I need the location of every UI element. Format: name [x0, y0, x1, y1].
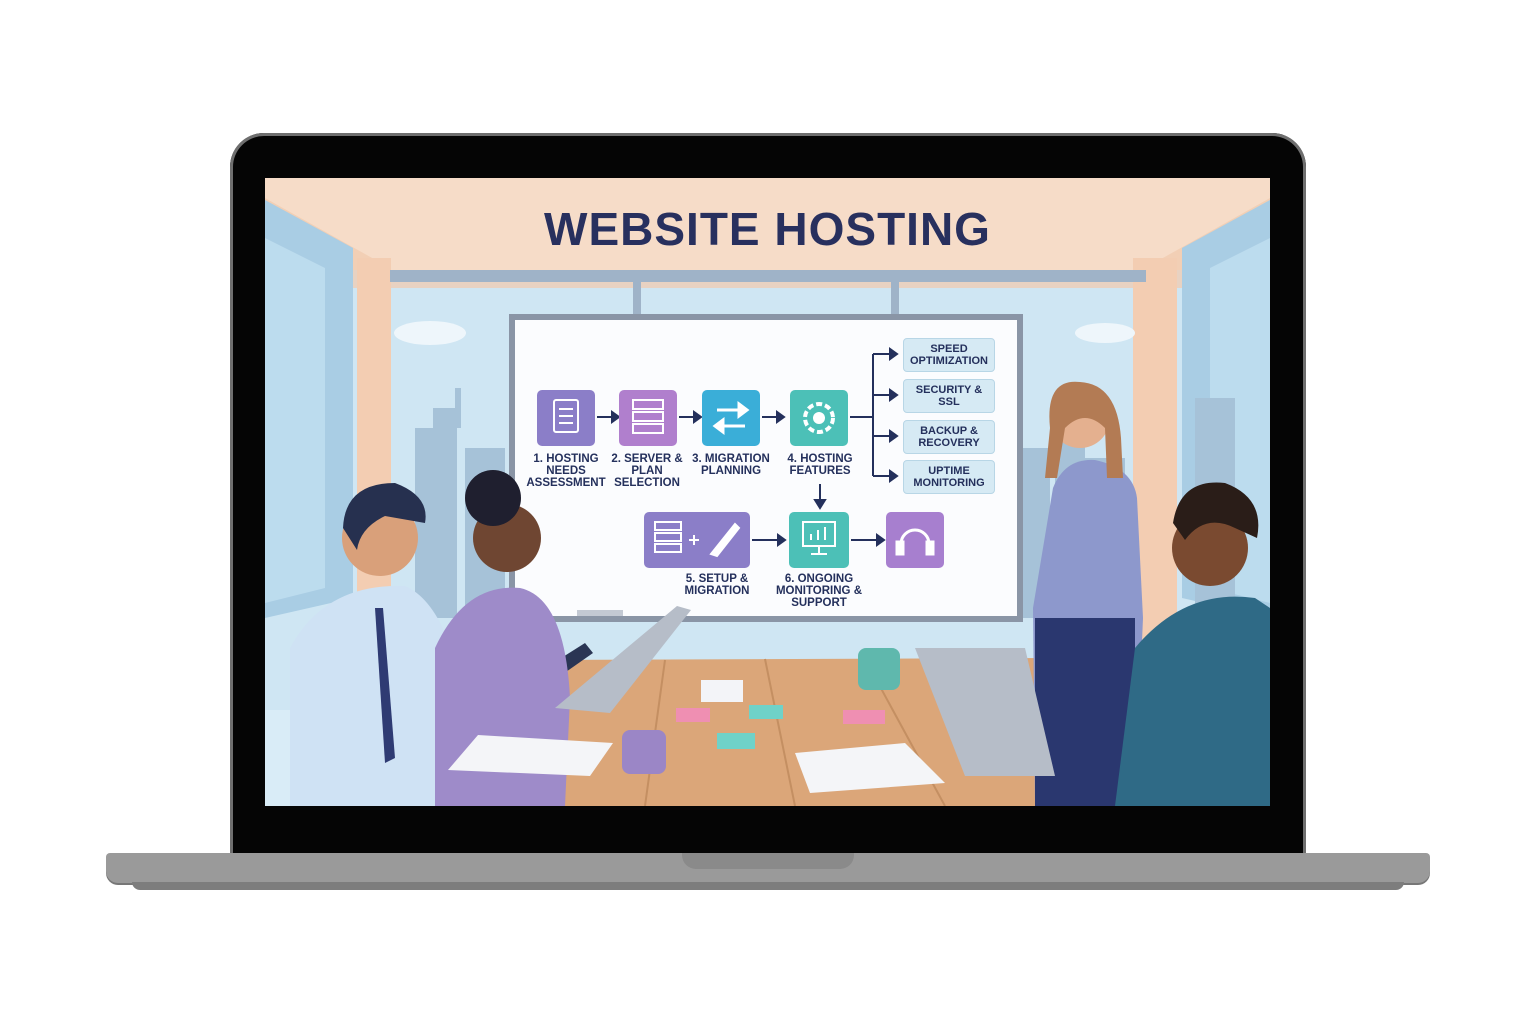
step-5-label: 5. SETUP & MIGRATION: [684, 573, 750, 597]
step-6-icon-box: [789, 512, 849, 568]
headset-support-icon: [895, 528, 935, 556]
step-3-label: 3. MIGRATION PLANNING: [692, 453, 770, 477]
laptop-screen: WEBSITE HOSTING 1. HOSTING NEEDS ASSESSM…: [265, 178, 1270, 806]
clouds: [394, 321, 1135, 345]
laptop-base-shadow: [132, 882, 1404, 890]
swap-arrows-icon: [712, 401, 750, 435]
feature-speed-optimization: SPEED OPTIMIZATION: [903, 338, 995, 372]
gear-icon: [803, 402, 835, 434]
clipboard-checklist-icon: [553, 399, 579, 433]
left-side-window-pane: [265, 238, 325, 603]
step-4-label: 4. HOSTING FEATURES: [787, 453, 853, 477]
step-5-icon-box: [644, 512, 750, 568]
step-3-icon-box: [702, 390, 760, 446]
whiteboard-tray: [577, 610, 623, 616]
sticky-notes: [676, 705, 885, 749]
mug-left: [622, 730, 666, 774]
step-4-icon-box: [790, 390, 848, 446]
mug-right: [858, 648, 900, 690]
window-mullion-2: [891, 270, 899, 330]
laptop-notch: [682, 853, 854, 869]
report-sheet-left: [448, 735, 613, 776]
man-with-laptop-right: [915, 482, 1270, 806]
laptop-on-table-right: [915, 648, 1055, 776]
header-band: [265, 178, 1270, 270]
feature-security-ssl: SECURITY & SSL: [903, 379, 995, 413]
step-6-label: 6. ONGOING MONITORING & SUPPORT: [775, 573, 863, 609]
presenting-woman: [1033, 381, 1143, 806]
screen-title: WEBSITE HOSTING: [544, 203, 991, 255]
pie-chart-sheet: [701, 680, 743, 702]
step-2-icon-box: [619, 390, 677, 446]
report-sheet-right: [795, 743, 945, 793]
server-rack-icon: [632, 399, 664, 434]
feature-backup-recovery: BACKUP & RECOVERY: [903, 420, 995, 454]
step-7-icon-box: [886, 512, 944, 568]
step-1-label: 1. HOSTING NEEDS ASSESSMENT: [526, 453, 606, 489]
monitor-chart-icon: [802, 521, 836, 555]
laptop-on-table-left: [555, 606, 691, 713]
feature-uptime-monitoring: UPTIME MONITORING: [903, 460, 995, 494]
step-1-icon-box: [537, 390, 595, 446]
server-rocket-icon: [654, 521, 741, 558]
window-mullion-top: [390, 270, 1146, 282]
step-2-label: 2. SERVER & PLAN SELECTION: [611, 453, 683, 489]
flow-arrows: [597, 347, 899, 547]
window-mullion-1: [633, 270, 641, 330]
office-scene-illustration: [265, 178, 1270, 806]
